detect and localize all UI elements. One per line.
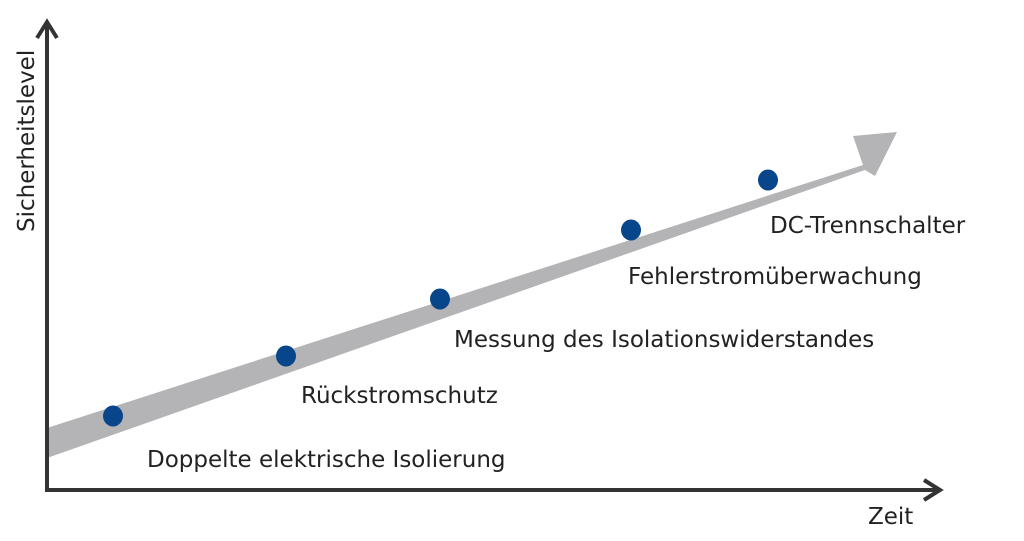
step-dot-4 [621,219,641,241]
step-label-3: Messung des Isolationswiderstandes [454,327,874,353]
step-label-1: Doppelte elektrische Isolierung [147,447,506,473]
y-axis-label: Sicherheitslevel [14,50,40,232]
progress-band-arrow [47,132,897,458]
step-label-2: Rückstromschutz [301,383,498,409]
step-dot-3 [430,288,450,310]
x-axis-label: Zeit [868,504,913,530]
step-dot-1 [103,405,123,427]
y-axis-arrowhead [35,18,59,40]
step-label-4: Fehlerstromüberwachung [628,264,922,290]
step-label-5: DC-Trennschalter [770,213,966,239]
x-axis-arrowhead [922,478,944,502]
step-dot-2 [276,345,296,367]
step-dot-5 [758,169,778,191]
